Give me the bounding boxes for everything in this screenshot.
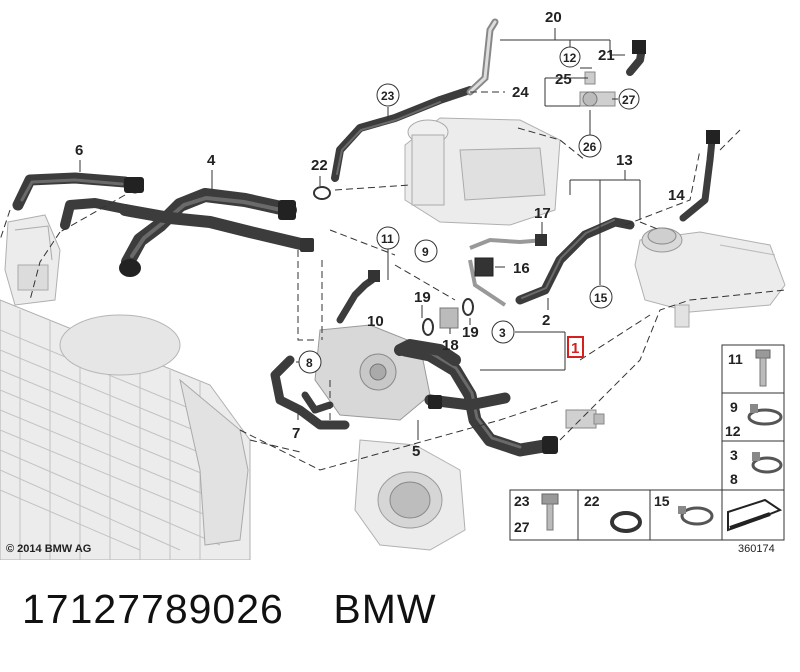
coolant-sensor (565, 409, 605, 429)
legend-22: 22 (584, 493, 600, 509)
callout-18: 18 (442, 337, 459, 354)
callout-25: 25 (555, 71, 572, 88)
hose-10 (336, 270, 380, 324)
legend-8: 8 (730, 471, 738, 487)
callout-20: 20 (545, 9, 562, 26)
callout-2: 2 (542, 312, 550, 329)
radiator (0, 299, 251, 560)
dashed-lines (0, 91, 786, 471)
callout-12-marker: 12 (559, 46, 581, 68)
valve-16 (474, 257, 494, 277)
callout-9-marker: 9 (414, 239, 438, 263)
callout-7: 7 (292, 425, 300, 442)
callout-11-marker: 11 (376, 226, 400, 250)
hose-7 (270, 355, 350, 430)
callout-12: 12 (563, 51, 577, 65)
expansion-tank (634, 227, 786, 328)
throttle-adapter (354, 439, 466, 551)
callout-23-marker: 23 (376, 83, 400, 107)
callout-8-marker: 8 (298, 350, 322, 374)
screw-icon (541, 493, 559, 531)
callout-23: 23 (381, 89, 395, 103)
callout-16: 16 (513, 260, 530, 277)
callout-5: 5 (412, 443, 420, 460)
callout-10: 10 (367, 313, 384, 330)
bolt-icon (755, 349, 771, 387)
callout-6: 6 (75, 142, 83, 159)
callout-1-highlight[interactable]: 1 (567, 336, 584, 358)
parts-diagram: 20 21 12 25 24 27 23 26 13 6 4 22 14 11 … (0, 9, 786, 560)
hose-3 (394, 339, 461, 366)
callout-15-marker: 15 (589, 285, 613, 309)
diagram-id: 360174 (738, 543, 775, 555)
callout-22: 22 (311, 157, 328, 174)
callout-13: 13 (616, 152, 633, 169)
callout-1: 1 (571, 340, 579, 357)
callout-27-marker: 27 (618, 88, 640, 110)
legend-23: 23 (514, 493, 530, 509)
callout-24: 24 (512, 84, 529, 101)
hose-21 (626, 40, 646, 76)
callout-14: 14 (668, 187, 685, 204)
callout-3: 3 (499, 326, 506, 340)
hose-6 (12, 172, 144, 230)
pipe-20 (466, 18, 499, 96)
hose-4 (119, 188, 314, 277)
arrow-icon (727, 498, 783, 532)
hose-clip-icon (678, 506, 714, 526)
legend-12: 12 (725, 423, 741, 439)
legend-3: 3 (730, 447, 738, 463)
hose-5 (398, 343, 558, 457)
callout-26-marker: 26 (578, 134, 602, 158)
legend-15: 15 (654, 493, 670, 509)
part-caption: 17127789026 BMW (22, 586, 437, 633)
callout-4: 4 (207, 152, 216, 169)
spring-clamp-icon (751, 452, 783, 474)
legend-11: 11 (728, 351, 743, 367)
electric-pump-module (4, 214, 61, 306)
callout-17: 17 (534, 205, 551, 222)
callout-8: 8 (306, 356, 313, 370)
sealing-ring-icon (610, 511, 642, 533)
callout-19-upper: 19 (414, 289, 431, 306)
callout-11: 11 (381, 232, 394, 246)
callout-21: 21 (598, 47, 615, 64)
hose-clamp-icon (747, 404, 783, 426)
callout-27: 27 (622, 93, 636, 107)
legend-9: 9 (730, 399, 738, 415)
callout-15: 15 (594, 291, 608, 305)
callout-9: 9 (422, 245, 429, 259)
hose-23 (331, 86, 474, 182)
part-number: 17127789026 (22, 586, 284, 632)
copyright-notice: © 2014 BMW AG (6, 543, 91, 555)
line-17 (468, 234, 547, 307)
brand-name: BMW (333, 586, 437, 632)
legend-right: 11 9 12 3 8 (721, 344, 785, 491)
seal-19 (422, 298, 474, 336)
valve-24 (579, 71, 616, 107)
legend-bottom: 23 27 22 15 (509, 489, 785, 541)
callout-19-lower: 19 (462, 324, 479, 341)
legend-27: 27 (514, 519, 530, 535)
callout-26: 26 (583, 140, 597, 154)
callout-3-marker: 3 (491, 320, 515, 344)
thermostat-housing (404, 117, 561, 226)
hose-13 (515, 130, 720, 305)
